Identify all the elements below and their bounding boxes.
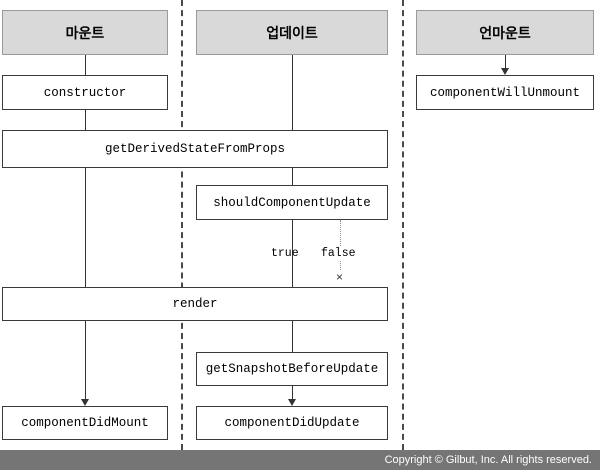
branch-terminator-x-icon: ×: [336, 270, 344, 284]
connector-scu-false-dotted: [340, 220, 341, 270]
node-component-did-update-label: componentDidUpdate: [224, 416, 360, 430]
node-should-component-update-label: shouldComponentUpdate: [213, 195, 371, 210]
connector-gdsfp-to-render-mount: [85, 168, 86, 287]
column-header-mount-label: 마운트: [65, 24, 105, 41]
footer-copyright-text: Copyright © Gilbut, Inc. All rights rese…: [384, 454, 592, 466]
node-render-label: render: [172, 297, 218, 311]
node-component-will-unmount-label: componentWillUnmount: [429, 85, 581, 100]
column-header-mount: 마운트: [2, 10, 168, 55]
connector-unmount-header-to-cwu: [505, 55, 506, 68]
node-component-will-unmount: componentWillUnmount: [416, 75, 594, 110]
node-render: render: [2, 287, 388, 321]
arrowhead-unmount-header-to-cwu: [501, 68, 509, 75]
footer-bar: Copyright © Gilbut, Inc. All rights rese…: [0, 450, 600, 470]
column-divider-mount-update: [181, 0, 183, 450]
node-get-snapshot-before-update-label: getSnapshotBeforeUpdate: [205, 362, 379, 376]
column-header-unmount: 언마운트: [416, 10, 594, 55]
connector-constructor-to-gdsfp: [85, 110, 86, 130]
column-header-unmount-label: 언마운트: [479, 24, 531, 41]
node-get-derived-state-from-props: getDerivedStateFromProps: [2, 130, 388, 168]
branch-label-true: true: [271, 247, 299, 260]
arrowhead-render-to-cdm: [81, 399, 89, 406]
connector-render-to-gsbu: [292, 321, 293, 352]
node-component-did-mount: componentDidMount: [2, 406, 168, 440]
node-get-snapshot-before-update: getSnapshotBeforeUpdate: [196, 352, 388, 386]
node-component-did-update: componentDidUpdate: [196, 406, 388, 440]
branch-label-false: false: [320, 247, 357, 260]
connector-scu-true-to-render: [292, 220, 293, 287]
column-header-update: 업데이트: [196, 10, 388, 55]
node-constructor: constructor: [2, 75, 168, 110]
connector-gdsfp-to-scu: [292, 168, 293, 185]
node-constructor-label: constructor: [43, 85, 127, 100]
connector-render-to-cdm: [85, 321, 86, 399]
connector-update-header-to-gdsfp: [292, 55, 293, 130]
column-header-update-label: 업데이트: [266, 24, 318, 41]
connector-gsbu-to-cdu: [292, 386, 293, 399]
connector-mount-header-to-constructor: [85, 55, 86, 75]
column-divider-update-unmount: [402, 0, 404, 450]
node-get-derived-state-from-props-label: getDerivedStateFromProps: [104, 142, 286, 156]
node-component-did-mount-label: componentDidMount: [21, 416, 149, 430]
arrowhead-gsbu-to-cdu: [288, 399, 296, 406]
node-should-component-update: shouldComponentUpdate: [196, 185, 388, 220]
